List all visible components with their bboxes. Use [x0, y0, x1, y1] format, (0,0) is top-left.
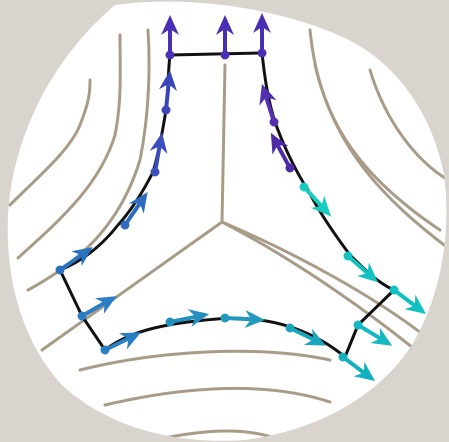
node-dot-icon — [166, 318, 175, 327]
node-dot-icon — [354, 321, 363, 330]
node-dot-icon — [78, 312, 87, 321]
node-dot-icon — [270, 118, 279, 127]
node-dot-icon — [162, 106, 171, 115]
node-dot-icon — [121, 221, 130, 230]
node-dot-icon — [390, 286, 399, 295]
white-disk — [8, 2, 447, 441]
node-dot-icon — [151, 168, 160, 177]
node-dot-icon — [339, 353, 348, 362]
node-dot-icon — [286, 324, 295, 333]
node-dot-icon — [286, 164, 295, 173]
node-dot-icon — [344, 252, 353, 261]
node-dot-icon — [101, 346, 110, 355]
node-dot-icon — [221, 51, 230, 60]
node-dot-icon — [258, 49, 267, 58]
node-dot-icon — [166, 51, 175, 60]
node-dot-icon — [56, 266, 65, 275]
node-dot-icon — [300, 183, 309, 192]
trajectory-curve — [170, 53, 262, 55]
node-dot-icon — [221, 314, 230, 323]
